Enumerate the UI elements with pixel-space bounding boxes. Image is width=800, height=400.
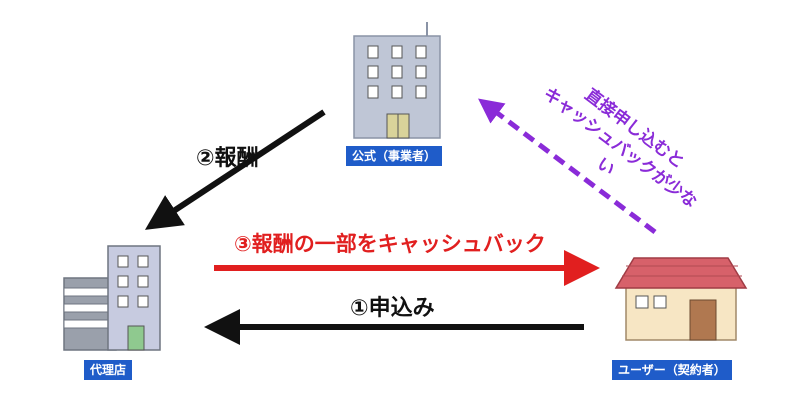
application-label: ①申込み bbox=[350, 296, 435, 321]
agency-building-icon bbox=[63, 245, 161, 351]
arrow-direct-small-cashback bbox=[478, 98, 657, 234]
agency-label: 代理店 bbox=[84, 360, 133, 380]
cashback-label: ③報酬の一部をキャッシュバック bbox=[234, 232, 546, 256]
reward-label: ②報酬 bbox=[196, 146, 259, 171]
user-house-icon bbox=[614, 257, 748, 341]
company-label: 公式（事業者） bbox=[346, 146, 443, 166]
user-label: ユーザー（契約者） bbox=[612, 360, 732, 380]
arrow-reward bbox=[144, 109, 326, 230]
company-building-icon bbox=[353, 22, 441, 139]
